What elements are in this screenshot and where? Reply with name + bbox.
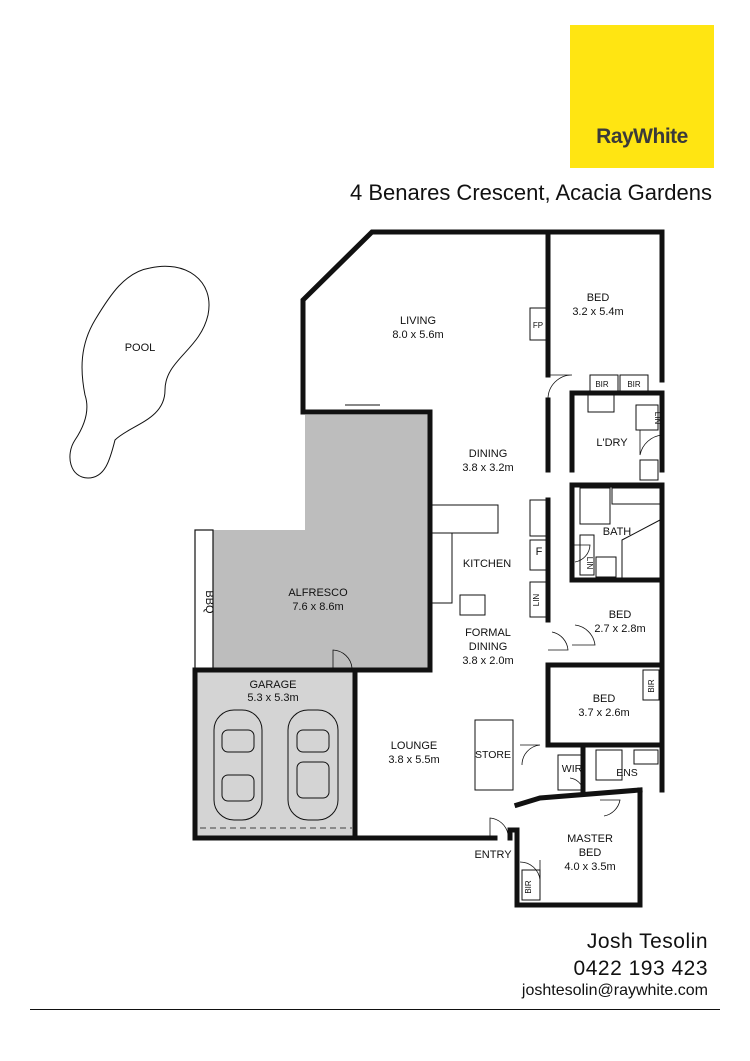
garage-cars	[213, 709, 339, 821]
logo-text: RayWhite	[596, 125, 688, 148]
label-alfresco: ALFRESCO	[288, 587, 348, 599]
label-bir-2: BIR	[627, 380, 641, 389]
label-bed-top-size: 3.2 x 5.4m	[572, 306, 623, 318]
ray-white-logo: RayWhite	[570, 25, 714, 168]
pool-outline	[69, 265, 210, 479]
agent-email[interactable]: joshtesolin@raywhite.com	[521, 982, 708, 999]
fixtures	[429, 307, 661, 901]
label-formal-dining-size: 3.8 x 2.0m	[462, 655, 513, 667]
label-ldry: L'DRY	[596, 437, 628, 449]
label-master-2: BED	[579, 847, 602, 859]
label-living: LIVING	[400, 315, 436, 327]
label-garage-size: 5.3 x 5.3m	[247, 692, 298, 704]
property-address: 4 Benares Crescent, Acacia Gardens	[350, 180, 712, 205]
bbq-bench	[194, 529, 214, 671]
footer-divider	[30, 1009, 720, 1010]
label-master-size: 4.0 x 3.5m	[564, 861, 615, 873]
agent-name: Josh Tesolin	[586, 930, 708, 953]
agent-phone[interactable]: 0422 193 423	[573, 957, 708, 980]
label-bir-1: BIR	[595, 380, 609, 389]
label-lounge: LOUNGE	[391, 740, 437, 752]
label-ens: ENS	[616, 767, 638, 779]
label-living-size: 8.0 x 5.6m	[392, 329, 443, 341]
label-garage: GARAGE	[249, 679, 296, 691]
label-fp: FP	[533, 321, 543, 330]
garage-area	[197, 672, 355, 837]
alfresco-area	[213, 415, 430, 670]
label-kitchen: KITCHEN	[463, 558, 511, 570]
label-bed-top: BED	[587, 292, 610, 304]
label-fridge: F	[536, 546, 543, 558]
label-bir-3: BIR	[647, 679, 656, 693]
label-lin-1: LIN	[653, 412, 662, 425]
label-bir-4: BIR	[524, 880, 533, 894]
label-store: STORE	[475, 749, 511, 761]
label-lin-2: LIN	[585, 557, 594, 570]
label-lounge-size: 3.8 x 5.5m	[388, 754, 439, 766]
label-entry: ENTRY	[474, 849, 512, 861]
label-bath: BATH	[603, 526, 632, 538]
label-bed-mid-size: 2.7 x 2.8m	[594, 623, 645, 635]
label-wir: WIR	[562, 763, 583, 775]
walls	[192, 229, 665, 908]
label-master-1: MASTER	[567, 833, 613, 845]
label-bed-mid: BED	[609, 609, 632, 621]
label-pool: POOL	[125, 342, 156, 354]
label-formal-dining-1: FORMAL	[465, 627, 511, 639]
label-dining: DINING	[469, 448, 508, 460]
label-bbq: BBQ	[203, 590, 215, 614]
label-dining-size: 3.8 x 3.2m	[462, 462, 513, 474]
label-lin-3: LIN	[532, 594, 541, 607]
label-alfresco-size: 7.6 x 8.6m	[292, 601, 343, 613]
label-bed-low: BED	[593, 693, 616, 705]
windows	[192, 229, 665, 880]
label-formal-dining-2: DINING	[469, 641, 508, 653]
label-bed-low-size: 3.7 x 2.6m	[578, 707, 629, 719]
